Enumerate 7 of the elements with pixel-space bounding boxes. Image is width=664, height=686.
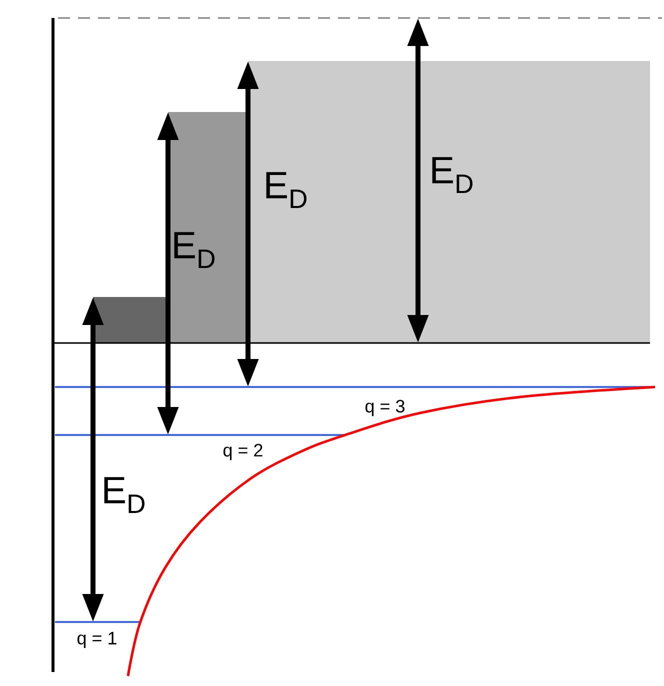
energy-label: E$_{D}$ — [266, 172, 306, 208]
level-label: q = 1 — [77, 632, 116, 648]
energy-label: E$_{D}$ — [104, 477, 144, 513]
level-label: q = 3 — [365, 400, 404, 416]
energy-label: E$_{D}$ — [432, 157, 472, 193]
energy-label: E$_{D}$ — [174, 232, 214, 268]
level-label: q = 2 — [223, 444, 262, 460]
